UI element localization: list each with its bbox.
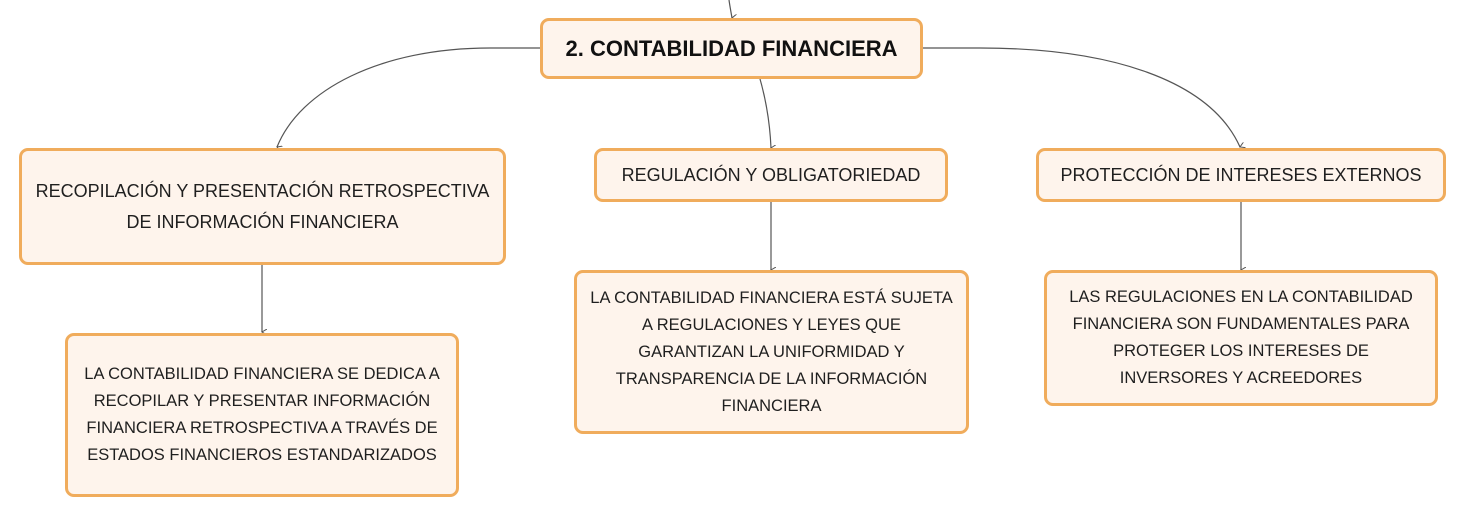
detail-node-regulacion[interactable]: LA CONTABILIDAD FINANCIERA ESTÁ SUJETA A… <box>574 270 969 434</box>
topic-node-proteccion[interactable]: PROTECCIÓN DE INTERESES EXTERNOS <box>1036 148 1446 202</box>
connector-root-to-branch-1 <box>277 47 540 147</box>
connector-root-to-branch-2 <box>759 78 771 148</box>
topic-node-regulacion[interactable]: REGULACIÓN Y OBLIGATORIEDAD <box>594 148 948 202</box>
detail-text: LA CONTABILIDAD FINANCIERA SE DEDICA A R… <box>84 365 440 464</box>
topic-label: PROTECCIÓN DE INTERESES EXTERNOS <box>1060 164 1422 185</box>
root-node[interactable]: 2. CONTABILIDAD FINANCIERA <box>540 18 923 79</box>
topic-label: RECOPILACIÓN Y PRESENTACIÓN RETROSPECTIV… <box>35 180 490 232</box>
detail-text: LA CONTABILIDAD FINANCIERA ESTÁ SUJETA A… <box>590 288 953 415</box>
topic-label: REGULACIÓN Y OBLIGATORIEDAD <box>621 164 921 185</box>
connector-parent-to-root <box>728 0 732 18</box>
detail-node-proteccion[interactable]: LAS REGULACIONES EN LA CONTABILIDAD FINA… <box>1044 270 1438 406</box>
topic-node-recopilacion[interactable]: RECOPILACIÓN Y PRESENTACIÓN RETROSPECTIV… <box>19 148 506 265</box>
detail-node-recopilacion[interactable]: LA CONTABILIDAD FINANCIERA SE DEDICA A R… <box>65 333 459 497</box>
detail-text: LAS REGULACIONES EN LA CONTABILIDAD FINA… <box>1069 288 1413 387</box>
root-label: 2. CONTABILIDAD FINANCIERA <box>565 35 898 61</box>
connector-root-to-branch-3 <box>923 47 1240 147</box>
